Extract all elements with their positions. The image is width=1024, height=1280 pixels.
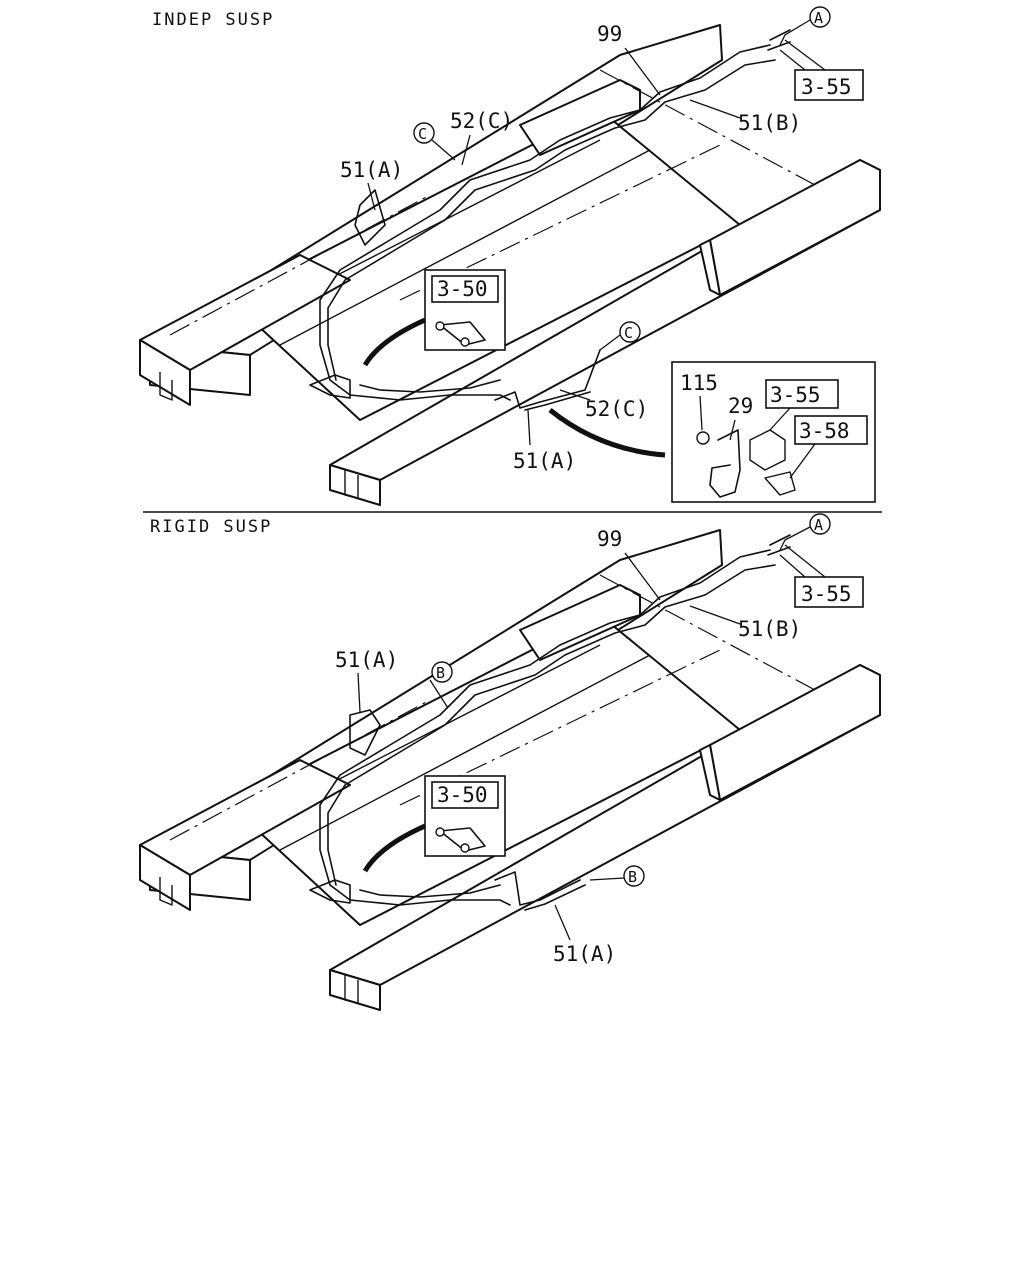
callout-c-top: C bbox=[418, 125, 427, 143]
ref-3-55-top: 3-55 bbox=[801, 75, 852, 99]
label-51a-bottom-rigid: 51(A) bbox=[553, 942, 616, 966]
label-115: 115 bbox=[680, 371, 718, 395]
callout-b-right: B bbox=[628, 868, 637, 886]
pipe-51a-right-bottom bbox=[494, 871, 581, 906]
callout-a-circle-bottom bbox=[809, 513, 831, 535]
pipe-51a-loop-bottom bbox=[349, 709, 381, 756]
ref-3-55-bottom: 3-55 bbox=[801, 582, 852, 606]
callout-c-right: C bbox=[624, 324, 633, 342]
section-title-rigid: RIGID SUSP bbox=[150, 517, 272, 537]
ref-box-3-50-bottom bbox=[431, 781, 499, 809]
callout-c-circle-top bbox=[413, 122, 435, 144]
callout-a-circle-top bbox=[809, 6, 831, 28]
chassis-frame-bottom bbox=[139, 529, 881, 1011]
callout-b-circle-top bbox=[431, 661, 453, 683]
detail-inset: 115 29 3-55 3-58 bbox=[671, 361, 876, 503]
label-29: 29 bbox=[728, 394, 753, 418]
callout-a-bottom: A bbox=[814, 516, 823, 534]
section-title-indep: INDEP SUSP bbox=[152, 10, 274, 30]
label-51a-top-rigid: 51(A) bbox=[335, 648, 398, 672]
ref-box-3-55-top bbox=[794, 69, 864, 101]
indep-susp-section: INDEP SUSP 99 52(C) 51(A) 51(B) A 3-55 C bbox=[139, 6, 881, 506]
ref-3-55-detail: 3-55 bbox=[770, 383, 821, 407]
callout-a-top: A bbox=[814, 9, 823, 27]
ref-box-3-55-bottom bbox=[794, 576, 864, 608]
label-99-bottom: 99 bbox=[597, 527, 622, 551]
callout-b-top: B bbox=[436, 664, 445, 682]
ref-3-58-detail: 3-58 bbox=[799, 419, 850, 443]
ref-3-50-top: 3-50 bbox=[437, 277, 488, 301]
callout-c-circle-right bbox=[619, 321, 641, 343]
ref-box-3-50-top bbox=[431, 275, 499, 303]
label-51a-top: 51(A) bbox=[340, 158, 403, 182]
label-51b-top: 51(B) bbox=[738, 111, 801, 135]
ref-box-3-55-detail bbox=[765, 379, 839, 409]
ref-box-3-58-detail bbox=[794, 415, 868, 445]
rigid-susp-section: RIGID SUSP 99 51(A) 51(B) A 3-55 B 3-50 … bbox=[139, 513, 881, 1011]
pipe-51a-loop bbox=[354, 189, 386, 246]
label-52c-bottom: 52(C) bbox=[585, 397, 648, 421]
ref-3-50-bottom: 3-50 bbox=[437, 783, 488, 807]
pipe-51a-right bbox=[494, 349, 601, 409]
label-51b-bottom: 51(B) bbox=[738, 617, 801, 641]
label-52c-top: 52(C) bbox=[450, 109, 513, 133]
label-99-top: 99 bbox=[597, 22, 622, 46]
label-51a-bottom: 51(A) bbox=[513, 449, 576, 473]
callout-b-circle-right bbox=[623, 865, 645, 887]
